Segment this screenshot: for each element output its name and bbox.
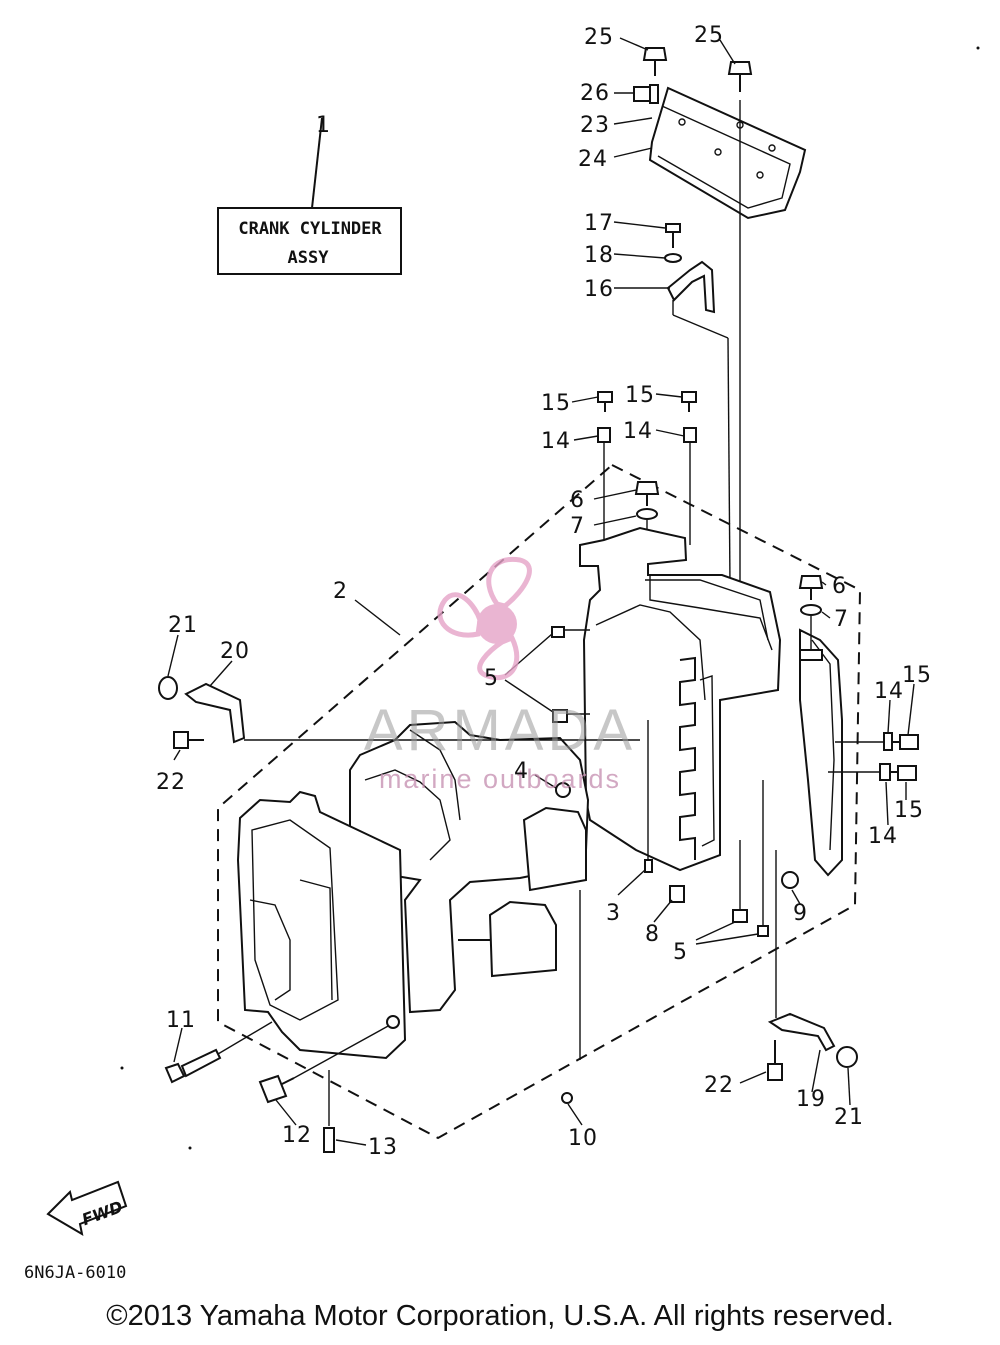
callout-18: 18: [584, 243, 614, 268]
callout-9: 9: [793, 901, 808, 926]
title-box-line2: ASSY: [288, 248, 330, 268]
callout-26: 26: [580, 81, 610, 106]
callout-21-left: 21: [168, 613, 198, 638]
clip-14-right-lower: [828, 763, 891, 781]
fitting-26: [633, 84, 659, 104]
fitting-5-upper-b: [552, 709, 590, 723]
bolt-15-top-left: [597, 391, 613, 412]
title-leader-line: [311, 117, 323, 209]
callout-22-left: 22: [156, 770, 186, 795]
callout-3: 3: [606, 901, 621, 926]
bolt-22-right: [767, 1040, 783, 1081]
callout-1: 1: [316, 113, 331, 138]
title-box: CRANK CYLINDER ASSY: [217, 117, 402, 275]
plug-4: [555, 782, 571, 798]
plug-9: [781, 871, 799, 889]
watermark-brand: ARMADA: [364, 698, 636, 763]
callout-15-top-right: 15: [625, 383, 655, 408]
fitting-5-lower-b: [757, 780, 769, 937]
fitting-5-lower-a: [732, 840, 748, 923]
callout-25-right: 25: [694, 23, 724, 48]
screw-11: [164, 1021, 273, 1084]
callout-10: 10: [568, 1126, 598, 1151]
bolt-15-right-lower: [890, 765, 917, 781]
bolt-15-top-right: [681, 391, 697, 412]
title-box-line1: CRANK CYLINDER: [238, 219, 382, 239]
fwd-label: FWD: [79, 1197, 125, 1229]
clip-14-top-left: [597, 427, 611, 545]
scan-dot: [188, 1146, 192, 1150]
cap-21-left: [158, 676, 178, 700]
propeller-icon: [437, 556, 532, 681]
bracket-19: [767, 850, 836, 1052]
bolt-6-right: [798, 575, 824, 661]
callout-24: 24: [578, 147, 608, 172]
port-upper: [522, 806, 587, 892]
cylinder-block: [579, 526, 782, 872]
title-box-frame: [217, 207, 402, 275]
bolt-25-right: [727, 61, 753, 585]
clip-14-top-right: [683, 427, 697, 545]
assembly-boundary: [217, 463, 862, 1140]
callout-15-right-lower: 15: [894, 798, 924, 823]
pin-13: [323, 1070, 335, 1153]
bolt-6-top: [634, 481, 660, 545]
callout-6-top: 6: [570, 488, 585, 513]
callout-20: 20: [220, 639, 250, 664]
watermark: ARMADA marine outboards: [364, 556, 636, 794]
copyright-notice: ©2013 Yamaha Motor Corporation, U.S.A. A…: [106, 1300, 894, 1332]
plug-8: [669, 885, 685, 903]
watermark-tagline: marine outboards: [379, 764, 621, 794]
callout-12: 12: [282, 1123, 312, 1148]
leader-lines: [167, 37, 915, 1146]
callout-5-lower: 5: [673, 940, 688, 965]
callout-15-top-left: 15: [541, 391, 571, 416]
bracket-20: [184, 682, 640, 744]
diagram-code: 6N6JA-6010: [24, 1263, 126, 1283]
callout-17: 17: [584, 211, 614, 236]
callout-14-right-upper: 14: [874, 679, 904, 704]
block-side-panel: [799, 628, 843, 877]
callout-labels: 1 2 3 4 5 5 6 6 7 7 8 9 10 11 12 13 14 1…: [156, 23, 932, 1160]
callout-4: 4: [514, 759, 529, 784]
callout-7-top: 7: [570, 514, 585, 539]
callout-2: 2: [333, 579, 348, 604]
plug-12: [258, 1015, 400, 1104]
callout-14-top-right: 14: [623, 419, 653, 444]
pin-3: [644, 720, 653, 873]
bolt-22-left: [173, 731, 204, 749]
fwd-arrow: FWD: [46, 1180, 128, 1236]
callout-15-right-upper: 15: [902, 663, 932, 688]
callout-21-right: 21: [834, 1105, 864, 1130]
callout-8: 8: [645, 922, 660, 947]
callout-11: 11: [166, 1008, 196, 1033]
callout-19: 19: [796, 1087, 826, 1112]
bracket-16: [664, 223, 731, 586]
callout-14-top-left: 14: [541, 429, 571, 454]
exhaust-cover: [648, 86, 807, 220]
callout-16: 16: [584, 277, 614, 302]
callout-23: 23: [580, 113, 610, 138]
port-lower: [458, 900, 557, 978]
callout-5-upper: 5: [484, 666, 499, 691]
scan-dot: [120, 1066, 124, 1070]
bolt-25-left: [642, 47, 668, 76]
callout-22-right: 22: [704, 1073, 734, 1098]
scan-dot: [976, 46, 980, 50]
callout-25-left: 25: [584, 25, 614, 50]
callout-14-right-lower: 14: [868, 824, 898, 849]
callout-13: 13: [368, 1135, 398, 1160]
plug-10: [561, 890, 581, 1104]
cap-21-right: [836, 1046, 858, 1068]
clip-14-right-upper: [835, 732, 893, 751]
callout-7-right: 7: [834, 607, 849, 632]
fitting-5-upper-a: [551, 626, 590, 638]
crankcase-cover: [236, 790, 407, 1060]
callout-6-right: 6: [832, 574, 847, 599]
bolt-15-right-upper: [892, 734, 919, 750]
